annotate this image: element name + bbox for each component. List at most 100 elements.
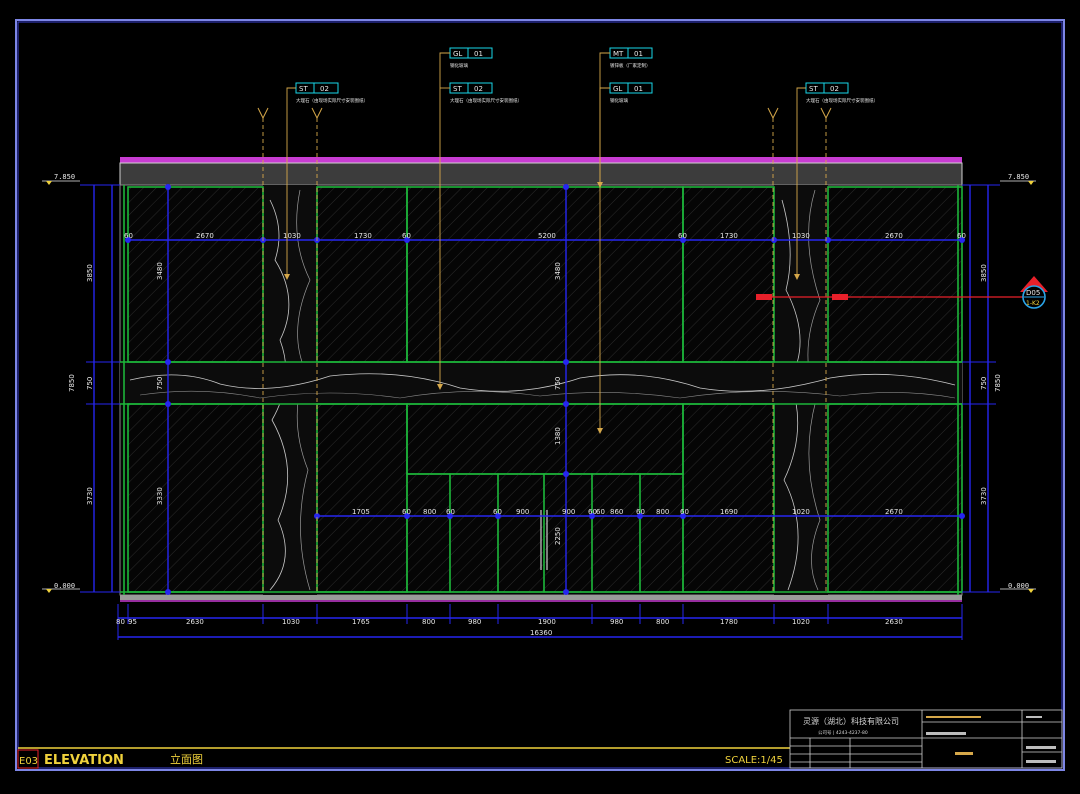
svg-text:01: 01: [634, 50, 643, 58]
glass-panels: [127, 186, 963, 593]
glass-panel: [682, 403, 775, 593]
door-leaf: [449, 473, 499, 593]
dim-text: 3730: [980, 487, 988, 505]
dim-text: 95: [128, 618, 137, 626]
dimension-texts: 2670 1030 1730 60 5200 60 1730 1030 2670…: [68, 232, 1002, 637]
company-sub: 公司号 | 4243-4237-80: [818, 730, 868, 736]
dim-text: 3480: [156, 262, 164, 280]
company-name: 灵源（湖北）科技有限公司: [803, 716, 899, 726]
dim-text: 2670: [196, 232, 214, 240]
dim-text: 3850: [980, 264, 988, 282]
tag-gl-center: GL 01 钢化玻璃: [609, 82, 653, 104]
material-tags: GL 01 钢化玻璃 MT 01 镀锌板（厂家定制） ST 02 大理石（由现场…: [295, 47, 878, 104]
dim-text: 1705: [352, 508, 370, 516]
tag-st-right: ST 02 大理石（由现场实际尺寸安装图纸）: [805, 82, 878, 104]
svg-text:大理石（由现场实际尺寸安装图纸）: 大理石（由现场实际尺寸安装图纸）: [296, 97, 368, 104]
glass-panel: [127, 186, 264, 363]
fascia-band: [119, 162, 963, 186]
dim-text: 860: [610, 508, 623, 516]
svg-text:GL: GL: [613, 85, 622, 93]
dim-text: 60: [636, 508, 645, 516]
svg-text:01: 01: [474, 50, 483, 58]
svg-text:MT: MT: [613, 50, 624, 58]
title-bar: E03 ELEVATION 立面图 SCALE:1/45: [17, 747, 790, 769]
svg-text:GL: GL: [453, 50, 462, 58]
section-marker-sheet: 1-K2: [1026, 300, 1040, 307]
title-block: [789, 709, 1063, 769]
svg-text:镀锌板（厂家定制）: 镀锌板（厂家定制）: [610, 62, 651, 69]
level-bottom-right: 0.000: [1008, 582, 1029, 590]
base-plinth: [120, 595, 962, 600]
dim-text: 2250: [554, 527, 562, 545]
dim-text: 2670: [885, 232, 903, 240]
stone-band-horizontal: [120, 362, 962, 404]
dim-text: 80: [116, 618, 125, 626]
dim-text: 750: [980, 377, 988, 390]
title-english: ELEVATION: [44, 753, 124, 768]
svg-text:ST: ST: [453, 85, 462, 93]
dim-text: 60: [678, 232, 687, 240]
dim-text: 2630: [885, 618, 903, 626]
dim-text: 3480: [554, 262, 562, 280]
dim-text: 750: [554, 377, 562, 390]
dim-text: 60: [588, 508, 597, 516]
dim-text: 60: [446, 508, 455, 516]
dim-text: 1030: [283, 232, 301, 240]
dimension-extension-lines: [80, 184, 1000, 640]
glass-panel: [682, 186, 775, 363]
glass-panel: [827, 403, 963, 593]
leader-lines: [286, 52, 806, 432]
roof-band: [120, 157, 962, 163]
sheet-inner-border: [17, 21, 1063, 769]
dim-text: 1380: [554, 427, 562, 445]
dim-text: 2670: [885, 508, 903, 516]
stone-pointer-lines: [262, 118, 827, 592]
svg-text:ST: ST: [809, 85, 818, 93]
dim-text: 60: [124, 232, 133, 240]
dim-text: 800: [656, 618, 669, 626]
dim-text: 1765: [352, 618, 370, 626]
dim-text: 1730: [720, 232, 738, 240]
door-leaf: [543, 473, 593, 593]
door-leaf: [639, 473, 684, 593]
level-bottom-left: 0.000: [54, 582, 75, 590]
svg-text:02: 02: [474, 85, 483, 93]
dim-text: 750: [86, 377, 94, 390]
glass-panel: [406, 403, 684, 475]
door-leaf: [497, 473, 545, 593]
tag-mt-top: MT 01 镀锌板（厂家定制）: [609, 47, 653, 69]
title-chinese: 立面图: [170, 752, 203, 766]
dim-text: 60: [493, 508, 502, 516]
level-top-left: 7.850: [54, 173, 75, 181]
tag-st-left: ST 02 大理石（由现场实际尺寸安装图纸）: [295, 82, 368, 104]
dim-text: 980: [610, 618, 623, 626]
dim-text: 980: [468, 618, 481, 626]
svg-text:01: 01: [634, 85, 643, 93]
dim-text: 60: [680, 508, 689, 516]
svg-text:钢化玻璃: 钢化玻璃: [450, 62, 468, 69]
dim-text: 1690: [720, 508, 738, 516]
dimension-lines: [93, 185, 989, 638]
dim-text: 800: [656, 508, 669, 516]
section-marker-id: D05: [1026, 289, 1040, 297]
dim-text: 1020: [792, 508, 810, 516]
tag-st-center: ST 02 大理石（由现场实际尺寸安装图纸）: [449, 82, 522, 104]
dimension-nodes: [125, 184, 965, 595]
glass-panel: [316, 186, 408, 363]
dim-text: 60: [402, 232, 411, 240]
glass-panel: [316, 403, 408, 593]
dim-text: 7850: [994, 374, 1002, 392]
svg-text:02: 02: [830, 85, 839, 93]
dim-text: 900: [516, 508, 529, 516]
tag-gl-top: GL 01 钢化玻璃: [449, 47, 493, 69]
dim-text: 2630: [186, 618, 204, 626]
level-top-right: 7.850: [1008, 173, 1029, 181]
dim-text: 1900: [538, 618, 556, 626]
dim-text: 1030: [282, 618, 300, 626]
dim-text: 7850: [68, 374, 76, 392]
glass-panel: [406, 186, 684, 363]
glass-panel: [827, 186, 963, 363]
dim-text: 1030: [792, 232, 810, 240]
dim-text: 800: [422, 618, 435, 626]
